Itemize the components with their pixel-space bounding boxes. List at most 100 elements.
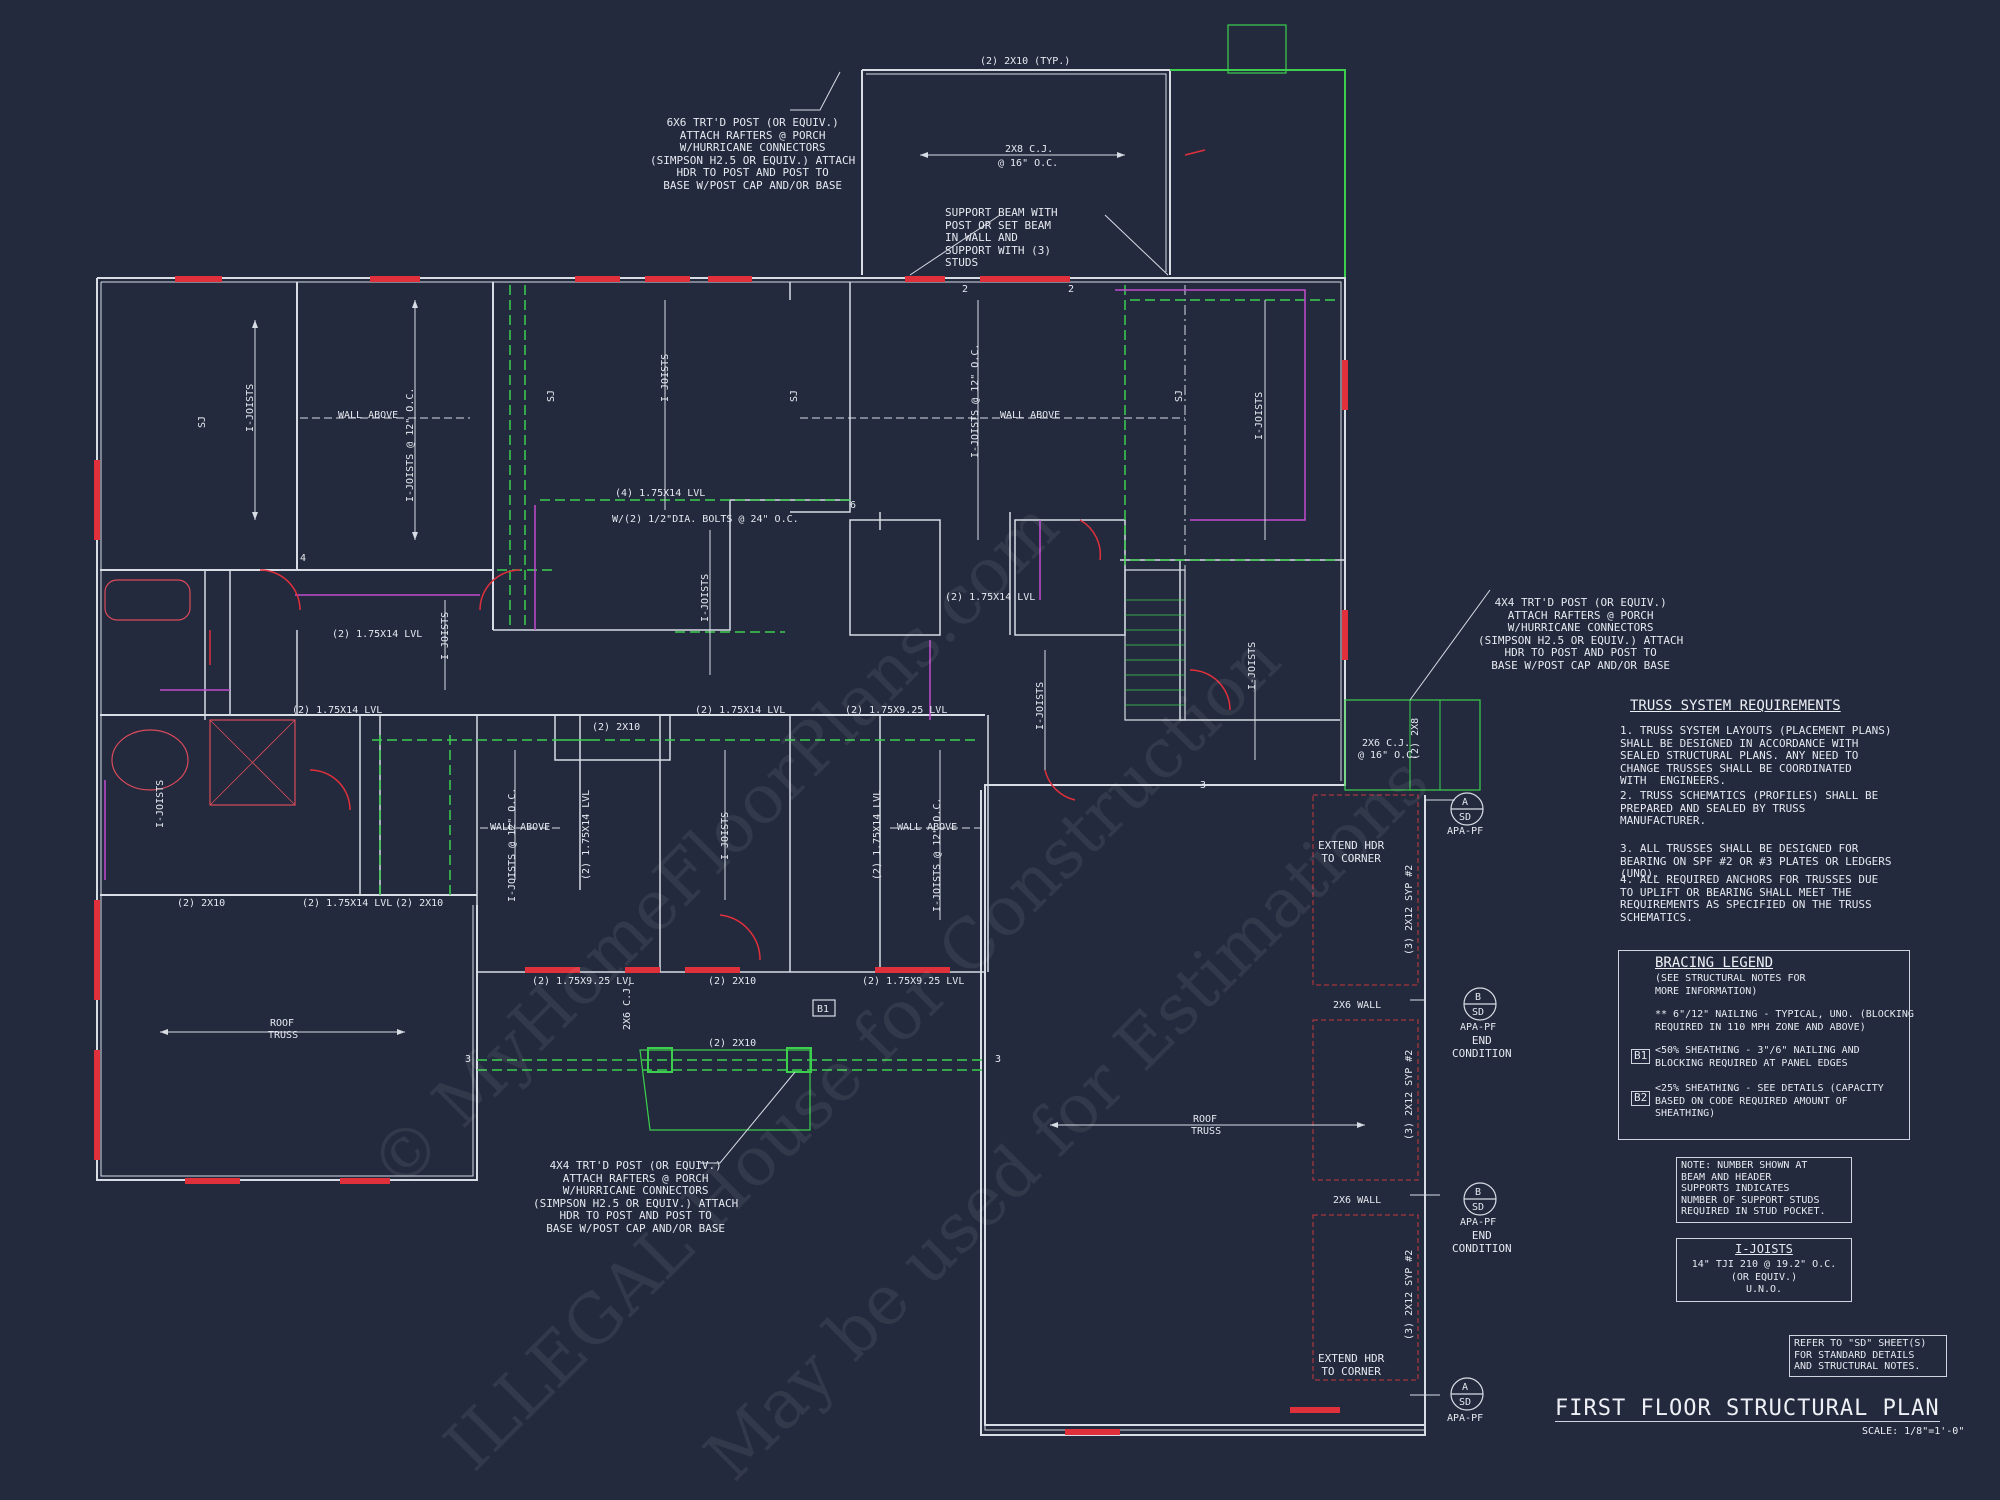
lvl-2-925-label-3: (2) 1.75x9.25 LVL [862, 976, 964, 987]
cj-vertical: 2x6 C.J. [622, 982, 633, 1030]
wall-2x6-label-1: 2x6 WALL [1333, 1000, 1381, 1011]
wall-above-label-4: WALL ABOVE [897, 822, 957, 833]
apa-pf-label-2: APA-PF [1460, 1022, 1496, 1033]
porch-cj-label: 2x8 C.J. [1005, 144, 1053, 155]
stud-count-4: 4 [300, 553, 306, 564]
sj-label-1: SJ [197, 416, 208, 428]
ijoists-label-3: I-JOISTS [1254, 392, 1265, 440]
b1-tag-plan: B1 [817, 1004, 829, 1015]
lvl-vertical-1: (2) 1.75x14 LVL [581, 790, 592, 880]
stud-count-3b: 3 [465, 1054, 471, 1065]
lvl-2-925-label-1: (2) 1.75x9.25 LVL [845, 705, 947, 716]
two-2x10-label-5: (2) 2x10 [708, 1038, 756, 1049]
lvl-2-925-label-2: (2) 1.75x9.25 LVL [532, 976, 634, 987]
apa-pf-label-1: APA-PF [1447, 826, 1483, 837]
porch-post-callout: 6x6 TRT'D POST (OR EQUIV.) ATTACH RAFTER… [650, 116, 856, 192]
end-condition-1: END CONDITION [1452, 1034, 1512, 1060]
ijoists-label-2: I-JOISTS [660, 354, 671, 402]
cj-2x6-oc-label: @ 16" O.C. [1358, 750, 1418, 761]
bracing-legend-sub: (SEE STRUCTURAL NOTES FOR MORE INFORMATI… [1655, 973, 1806, 997]
sd-label-2: SD [1472, 1007, 1484, 1018]
ijoists-label-9: I-JOISTS [1247, 642, 1258, 690]
lvl-2-14-label-3: (2) 1.75x14 LVL [695, 705, 785, 716]
roof-truss-left-1: ROOF [270, 1018, 294, 1029]
lvl-4-label: (4) 1.75x14 LVL [615, 488, 705, 499]
two-2x10-label-1: (2) 2x10 [177, 898, 225, 909]
two-2x10-label-2: (2) 2x10 [395, 898, 443, 909]
roof-truss-left-2: TRUSS [268, 1030, 298, 1041]
end-condition-2: END CONDITION [1452, 1229, 1512, 1255]
truss-note-4: 4. ALL REQUIRED ANCHORS FOR TRUSSES DUE … [1620, 873, 1879, 924]
ijoists-box: I-JOISTS 14" TJI 210 @ 19.2" O.C. (OR EQ… [1676, 1238, 1852, 1302]
right-post-callout: 4x4 TRT'D POST (OR EQUIV.) ATTACH RAFTER… [1478, 596, 1684, 672]
post-2x8-label: (2) 2x8 [1410, 718, 1421, 760]
sd-label-4: SD [1459, 1397, 1471, 1408]
ijoists-heading: I-JOISTS [1735, 1242, 1793, 1256]
roof-truss-right-1: ROOF [1193, 1114, 1217, 1125]
extend-hdr-callout-2: EXTEND HDR TO CORNER [1318, 1352, 1385, 1378]
ijoists-label-4: I-JOISTS [700, 574, 711, 622]
sd-label-3: SD [1472, 1202, 1484, 1213]
lvl-2-14-label-5: (2) 1.75x14 LVL [302, 898, 392, 909]
ijoists-label-6: I-JOISTS [155, 780, 166, 828]
cj-2x6-label: 2x6 C.J. [1362, 738, 1410, 749]
b2-tag: B2 [1631, 1091, 1651, 1106]
apa-pf-label-4: APA-PF [1447, 1413, 1483, 1424]
plan-title: FIRST FLOOR STRUCTURAL PLAN [1555, 1396, 1940, 1422]
lvl-2-14-label-4: (2) 1.75x14 LVL [945, 592, 1035, 603]
tag-a-top: A [1462, 797, 1468, 808]
syp-hdr-label-3: (3) 2x12 SYP #2 [1404, 1250, 1415, 1340]
bracing-legend-item1: ** 6"/12" NAILING - TYPICAL, UNO. (BLOCK… [1655, 1009, 1914, 1033]
apa-pf-label-3: APA-PF [1460, 1217, 1496, 1228]
tag-a-bottom: A [1462, 1382, 1468, 1393]
two-2x10-label-3: (2) 2x10 [592, 722, 640, 733]
stud-count-2b: 2 [1068, 284, 1074, 295]
wall-above-label-2: WALL ABOVE [1000, 410, 1060, 421]
ijoists-label-5: I-JOISTS [440, 612, 451, 660]
plan-scale: SCALE: 1/8"=1'-0" [1862, 1426, 1965, 1437]
bolts-label: w/(2) 1/2"DIA. BOLTS @ 24" O.C. [612, 514, 799, 525]
b1-tag: B1 [1631, 1049, 1651, 1064]
tag-b-1: B [1475, 992, 1481, 1003]
exterior-wall-left [96, 278, 478, 1181]
truss-note-1: 1. TRUSS SYSTEM LAYOUTS (PLACEMENT PLANS… [1620, 724, 1892, 787]
wall-above-label-3: WALL ABOVE [490, 822, 550, 833]
bracing-legend-heading: BRACING LEGEND [1655, 955, 1774, 971]
bottom-post-callout: 4x4 TRT'D POST (OR EQUIV.) ATTACH RAFTER… [533, 1159, 739, 1235]
stud-count-3c: 3 [995, 1054, 1001, 1065]
ijoists-oc-label-1: I-JOISTS @ 12" O.C. [405, 388, 416, 502]
ijoists-label-1: I-JOISTS [245, 384, 256, 432]
ijoists-body: 14" TJI 210 @ 19.2" O.C. (OR EQUIV.) U.N… [1691, 1259, 1837, 1295]
extend-hdr-callout-1: EXTEND HDR TO CORNER [1318, 839, 1385, 865]
ijoists-oc-label-4: I-JOISTS @ 12" O.C. [932, 798, 943, 912]
wall-above-label-1: WALL ABOVE [338, 410, 398, 421]
refer-note-box: REFER TO "SD" SHEET(S) FOR STANDARD DETA… [1789, 1335, 1947, 1377]
bracing-b2-text: <25% SHEATHING - SEE DETAILS (CAPACITY B… [1655, 1083, 1884, 1119]
stud-note-box: NOTE: NUMBER SHOWN AT BEAM AND HEADER SU… [1676, 1157, 1852, 1223]
lvl-2-14-label-1: (2) 1.75x14 LVL [332, 629, 422, 640]
refer-note-text: REFER TO "SD" SHEET(S) FOR STANDARD DETA… [1794, 1338, 1927, 1372]
ijoists-oc-label-2: I-JOISTS @ 12" O.C. [970, 344, 981, 458]
lvl-2-14-label-2: (2) 1.75x14 LVL [292, 705, 382, 716]
sj-label-4: SJ [546, 390, 557, 402]
sj-label-2: SJ [789, 390, 800, 402]
sd-label-1: SD [1459, 812, 1471, 823]
ijoists-label-7: I-JOISTS [720, 812, 731, 860]
truss-note-3: 3. ALL TRUSSES SHALL BE DESIGNED FOR BEA… [1620, 842, 1892, 880]
syp-hdr-label-1: (3) 2x12 SYP #2 [1404, 865, 1415, 955]
stud-count-6: 6 [850, 500, 856, 511]
porch-rafter-label: (2) 2x10 (TYP.) [980, 56, 1070, 67]
porch-cj-oc-label: @ 16" O.C. [998, 158, 1058, 169]
truss-requirements-heading: TRUSS SYSTEM REQUIREMENTS [1630, 698, 1841, 714]
wall-2x6-label-2: 2x6 WALL [1333, 1195, 1381, 1206]
sj-label-3: SJ [1174, 390, 1185, 402]
two-2x10-label-4: (2) 2x10 [708, 976, 756, 987]
roof-truss-right-2: TRUSS [1191, 1126, 1221, 1137]
bracing-legend-box: BRACING LEGEND (SEE STRUCTURAL NOTES FOR… [1618, 950, 1914, 1140]
ijoists-oc-label-3: I-JOISTS @ 12" O.C. [507, 788, 518, 902]
bracing-b1-text: <50% SHEATHING - 3"/6" NAILING AND BLOCK… [1655, 1045, 1860, 1069]
exterior-wall-main [97, 277, 1425, 1426]
truss-note-2: 2. TRUSS SCHEMATICS (PROFILES) SHALL BE … [1620, 789, 1879, 827]
stud-note-text: NOTE: NUMBER SHOWN AT BEAM AND HEADER SU… [1681, 1160, 1826, 1217]
